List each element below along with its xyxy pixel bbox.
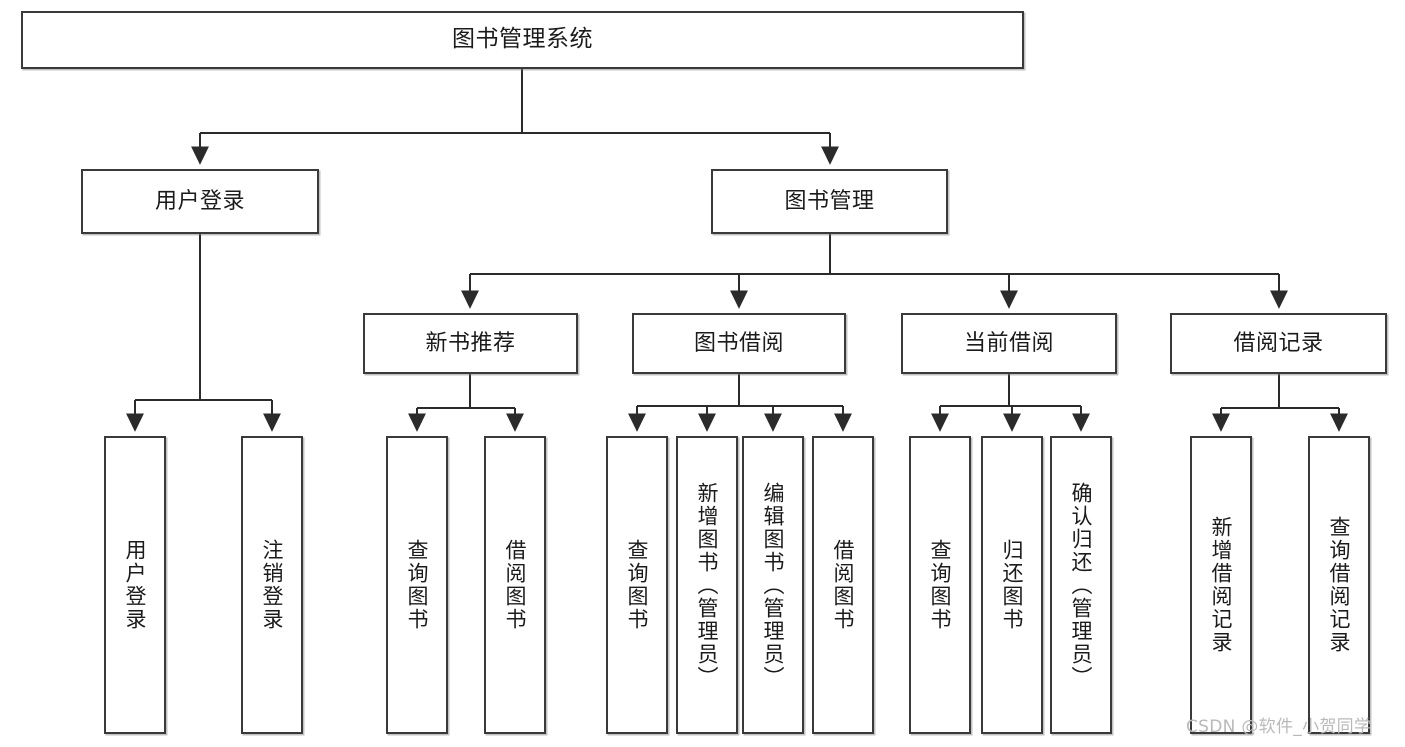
- node-leaf-add-book-label: 新增图书（管理员）: [695, 481, 720, 689]
- node-leaf-query-book-rec-label: 查询图书: [405, 539, 430, 631]
- node-leaf-query-record-label: 查询借阅记录: [1327, 516, 1352, 654]
- node-leaf-query-book-bor-label: 查询图书: [625, 539, 650, 631]
- node-leaf-borrow-book-rec[interactable]: 借阅图书: [484, 436, 546, 734]
- node-borrow-record-label: 借阅记录: [1233, 330, 1324, 356]
- node-leaf-borrow-book-bor-label: 借阅图书: [831, 539, 856, 631]
- node-leaf-return-book[interactable]: 归还图书: [981, 436, 1043, 734]
- node-new-book-recommend-label: 新书推荐: [425, 330, 516, 356]
- node-leaf-return-book-label: 归还图书: [1000, 539, 1025, 631]
- node-leaf-borrow-book-rec-label: 借阅图书: [503, 539, 528, 631]
- node-leaf-add-book[interactable]: 新增图书（管理员）: [676, 436, 738, 734]
- node-book-borrow-label: 图书借阅: [693, 330, 784, 356]
- node-user-login-label: 用户登录: [154, 188, 245, 214]
- node-book-manage-label: 图书管理: [784, 188, 875, 214]
- node-leaf-user-login-label: 用户登录: [123, 539, 148, 631]
- node-leaf-borrow-book-bor[interactable]: 借阅图书: [812, 436, 874, 734]
- node-new-book-recommend[interactable]: 新书推荐: [363, 313, 578, 374]
- node-leaf-edit-book[interactable]: 编辑图书（管理员）: [742, 436, 804, 734]
- node-leaf-query-book-cur[interactable]: 查询图书: [909, 436, 971, 734]
- node-leaf-add-record[interactable]: 新增借阅记录: [1190, 436, 1252, 734]
- node-leaf-confirm-return-label: 确认归还（管理员）: [1069, 481, 1094, 689]
- node-leaf-query-book-cur-label: 查询图书: [928, 539, 953, 631]
- node-current-borrow-label: 当前借阅: [963, 330, 1054, 356]
- node-user-login[interactable]: 用户登录: [81, 169, 319, 234]
- node-current-borrow[interactable]: 当前借阅: [901, 313, 1117, 374]
- node-book-borrow[interactable]: 图书借阅: [632, 313, 846, 374]
- node-leaf-add-record-label: 新增借阅记录: [1209, 516, 1234, 654]
- node-leaf-edit-book-label: 编辑图书（管理员）: [761, 481, 786, 689]
- node-leaf-logout[interactable]: 注销登录: [241, 436, 303, 734]
- node-leaf-query-book-rec[interactable]: 查询图书: [386, 436, 448, 734]
- node-root-label: 图书管理系统: [452, 26, 593, 53]
- node-book-manage[interactable]: 图书管理: [711, 169, 948, 234]
- node-borrow-record[interactable]: 借阅记录: [1170, 313, 1387, 374]
- node-leaf-logout-label: 注销登录: [260, 539, 285, 631]
- node-leaf-user-login[interactable]: 用户登录: [104, 436, 166, 734]
- node-leaf-query-book-bor[interactable]: 查询图书: [606, 436, 668, 734]
- node-leaf-query-record[interactable]: 查询借阅记录: [1308, 436, 1370, 734]
- node-leaf-confirm-return[interactable]: 确认归还（管理员）: [1050, 436, 1112, 734]
- node-root[interactable]: 图书管理系统: [21, 11, 1024, 69]
- watermark: CSDN @软件_小贺同学: [1186, 717, 1372, 737]
